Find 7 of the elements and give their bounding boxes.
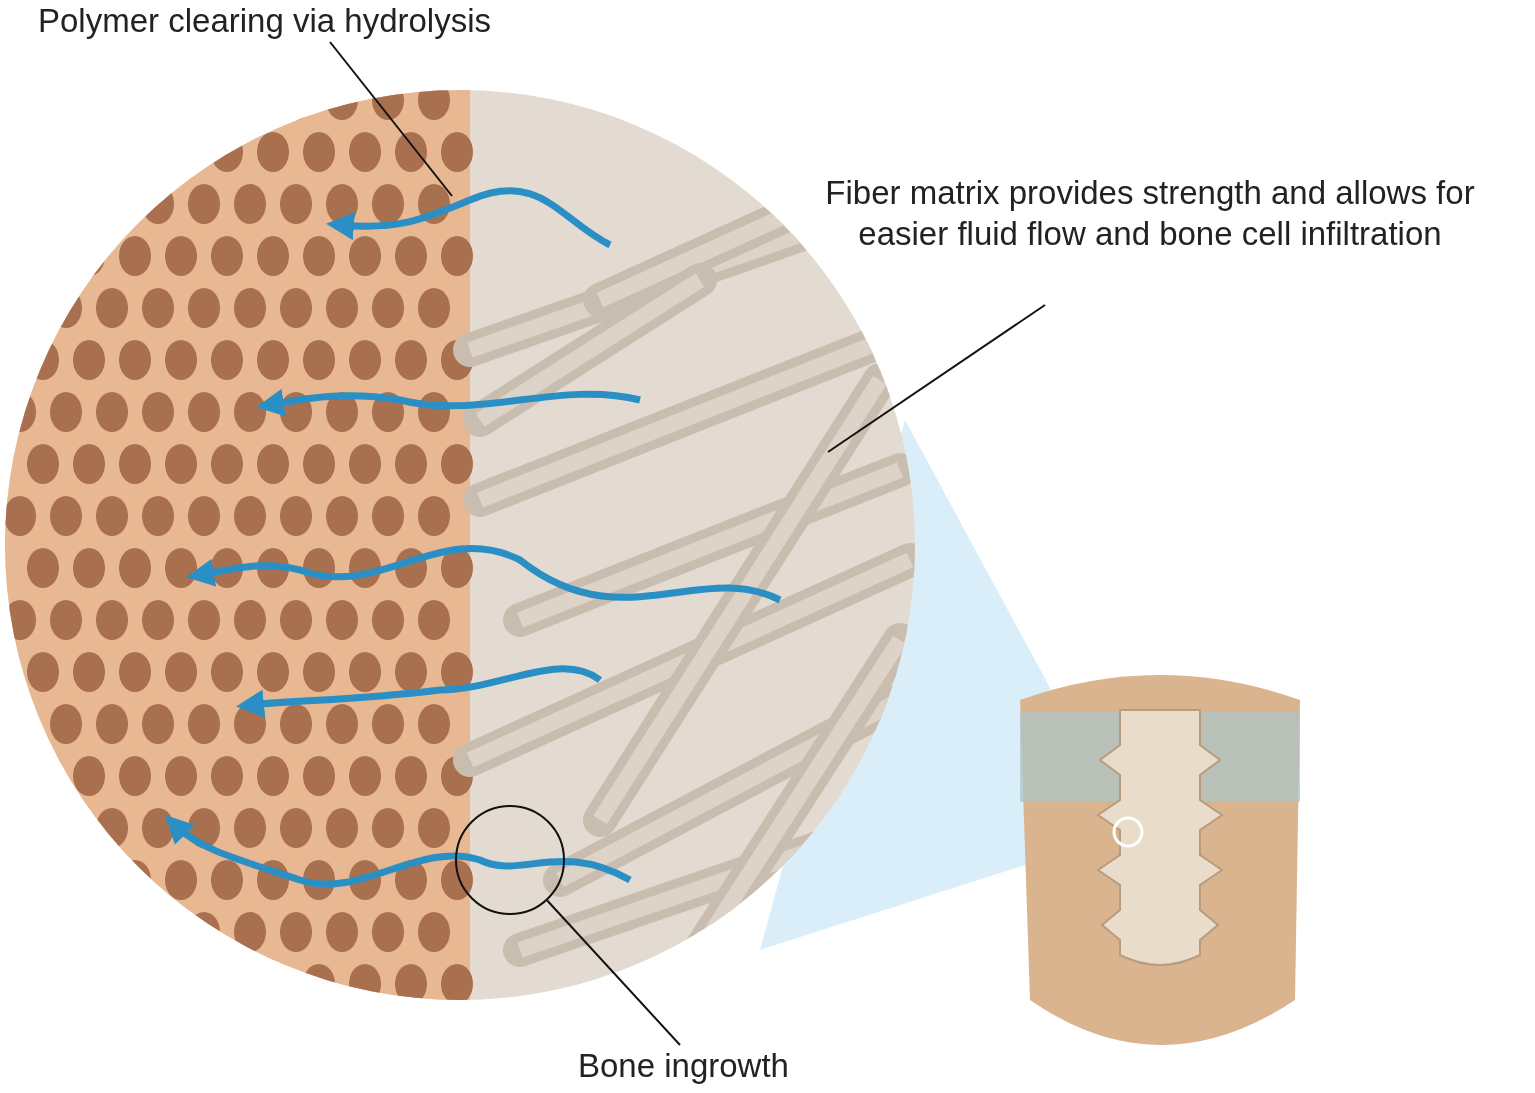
leader-line [546, 899, 681, 1046]
leader-line [827, 304, 1046, 453]
callout-text: Bone ingrowth [578, 1045, 878, 1087]
leader-line [329, 41, 453, 197]
magnifier-circle [455, 805, 565, 915]
callout-text: Fiber matrix provides strength and allows for easier fluid flow and bone cell infiltration [790, 172, 1510, 255]
callout-text: Polymer clearing via hydrolysis [38, 0, 638, 42]
